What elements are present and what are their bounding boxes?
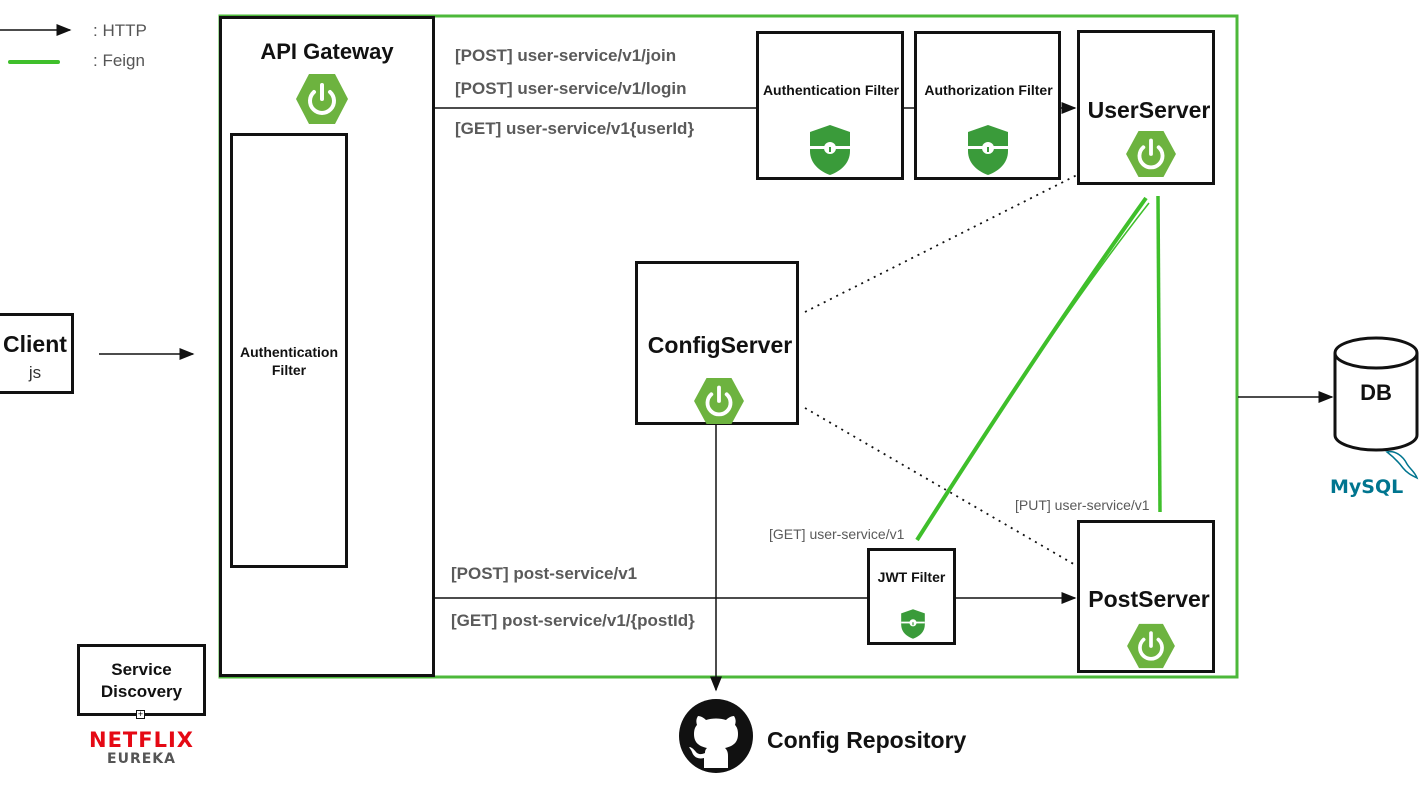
post-route-create: [POST] post-service/v1 [451, 564, 638, 583]
client-box[interactable]: Client js [0, 313, 74, 394]
netflix-logo: NETFLIX [89, 728, 194, 752]
user-server-box[interactable]: UserServer [1077, 30, 1215, 185]
post-server-box[interactable]: PostServer [1077, 520, 1215, 673]
legend-http-label: : HTTP [93, 21, 147, 40]
database-cylinder[interactable] [1332, 336, 1419, 452]
user-server-title: UserServer [1087, 97, 1211, 123]
spring-power-icon [1127, 623, 1175, 669]
eureka-logo: EUREKA [107, 751, 176, 767]
user-route-join: [POST] user-service/v1/join [455, 46, 677, 65]
spring-power-icon [694, 377, 744, 425]
authorization-filter-box[interactable]: Authorization Filter [914, 31, 1061, 180]
post-server-title: PostServer [1088, 586, 1210, 612]
mysql-logo: MySQL [1330, 476, 1404, 498]
jwt-filter-label: JWT Filter [877, 569, 946, 585]
gateway-authentication-filter[interactable]: Authentication Filter [230, 133, 348, 568]
client-subtitle: js [28, 363, 42, 382]
jwt-filter-box[interactable]: JWT Filter [867, 548, 956, 645]
feign-put-line [1156, 195, 1162, 513]
feign-get-line [915, 196, 1148, 542]
shield-key-icon [901, 609, 925, 639]
api-gateway-box[interactable]: API Gateway Authentication Filter [219, 16, 435, 677]
gateway-filter-label: Authentication Filter [240, 344, 338, 378]
expand-icon[interactable]: + [136, 709, 145, 719]
config-repository-label: Config Repository [767, 727, 967, 753]
config-postserver-link [804, 407, 1078, 567]
post-route-get: [GET] post-service/v1/{postId} [451, 611, 695, 630]
feign-put-label: [PUT] user-service/v1 [1015, 497, 1150, 513]
feign-get-label: [GET] user-service/v1 [769, 526, 905, 542]
client-title: Client [3, 331, 67, 357]
config-server-box[interactable]: ConfigServer [635, 261, 799, 425]
mysql-dolphin-icon [1385, 450, 1419, 480]
user-route-login: [POST] user-service/v1/login [455, 79, 687, 98]
authorization-filter-label: Authorization Filter [924, 82, 1053, 98]
config-server-title: ConfigServer [647, 332, 793, 358]
authentication-filter-box[interactable]: Authentication Filter [756, 31, 904, 180]
authentication-filter-label: Authentication Filter [762, 82, 900, 98]
service-discovery-title: Service Discovery [100, 660, 183, 701]
github-icon [679, 699, 753, 773]
config-userserver-link [804, 174, 1078, 313]
shield-key-icon [810, 125, 850, 175]
api-gateway-title: API Gateway [260, 39, 394, 64]
db-title: DB [1360, 380, 1392, 405]
spring-power-icon [296, 74, 348, 124]
user-route-get: [GET] user-service/v1{userId} [455, 119, 695, 138]
service-discovery-box[interactable]: Service Discovery [77, 644, 206, 716]
legend-feign-label: : Feign [93, 51, 145, 70]
spring-power-icon [1126, 130, 1176, 178]
feign-get-line-2 [919, 202, 1150, 537]
shield-key-icon [968, 125, 1008, 175]
